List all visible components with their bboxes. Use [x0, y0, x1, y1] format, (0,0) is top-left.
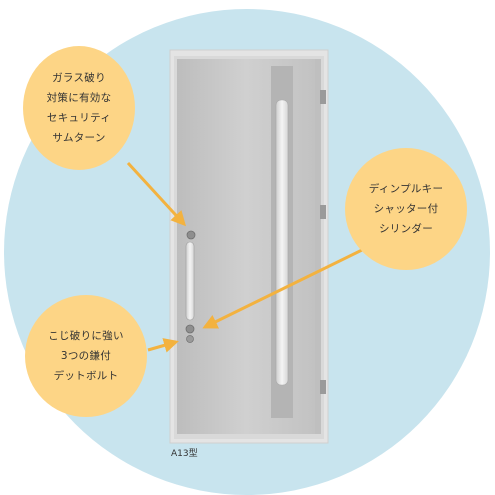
dimple-key-cylinder-icon	[186, 335, 194, 343]
callout-line: デットボルト	[53, 370, 119, 382]
callout-line: 対策に有効な	[46, 92, 112, 104]
callout-deadbolt: こじ破りに強い 3つの鎌付 デットボルト	[25, 295, 147, 417]
deadbolt-arrow	[147, 338, 179, 353]
hinge-icon	[320, 205, 326, 219]
callout-line: 3つの鎌付	[60, 350, 112, 362]
thumbturn-arrow	[126, 161, 187, 227]
callout-line: シリンダー	[379, 223, 433, 235]
decorative-bar	[275, 99, 289, 386]
callout-line: ガラス破り	[52, 72, 106, 84]
callout-thumbturn: ガラス破り 対策に有効な セキュリティ サムターン	[23, 46, 135, 170]
callout-line: シャッター付	[373, 203, 439, 215]
callout-line: こじ破りに強い	[48, 330, 124, 342]
callout-line: ディンプルキー	[368, 183, 444, 195]
thumbturn-lock-icon	[186, 230, 196, 240]
callout-line: サムターン	[52, 132, 106, 144]
door-edge-strip	[315, 59, 321, 434]
dimple-key-arrow	[202, 248, 363, 329]
model-caption: A13型	[171, 449, 198, 459]
callout-dimple-key-text: ディンプルキー シャッター付 シリンダー	[369, 179, 444, 239]
hinge-icon	[320, 380, 326, 394]
callout-line: セキュリティ	[46, 112, 112, 124]
hinge-icon	[320, 90, 326, 104]
callout-deadbolt-text: こじ破りに強い 3つの鎌付 デットボルト	[48, 326, 124, 386]
callout-dimple-key: ディンプルキー シャッター付 シリンダー	[345, 148, 467, 270]
callout-thumbturn-text: ガラス破り 対策に有効な セキュリティ サムターン	[47, 68, 112, 148]
door-panel	[177, 59, 315, 434]
deadbolt-icon	[185, 324, 195, 334]
door	[169, 49, 329, 444]
door-handle	[185, 241, 195, 321]
